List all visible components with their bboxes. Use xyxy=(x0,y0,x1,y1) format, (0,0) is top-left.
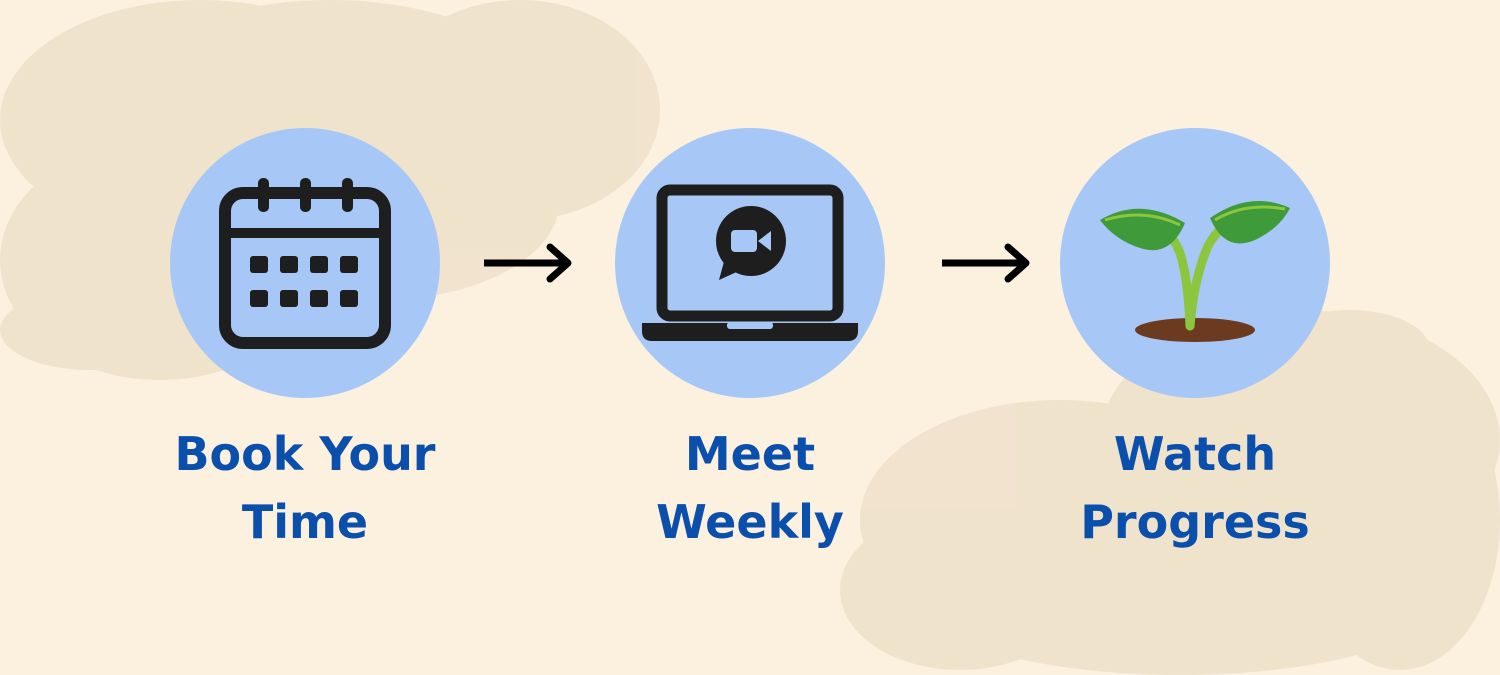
step-1-label-line2: Time xyxy=(241,495,369,549)
step-2-circle xyxy=(615,128,885,398)
sprout-icon xyxy=(1100,200,1290,342)
step-2-label: Meet Weekly xyxy=(580,420,920,556)
step-3-circle xyxy=(1060,128,1330,398)
step-2-label-line2: Weekly xyxy=(656,495,844,549)
step-2-label-line1: Meet xyxy=(684,427,816,481)
arrow-right-icon xyxy=(942,243,1030,283)
step-1-label: Book Your Time xyxy=(135,420,475,556)
calendar-icon xyxy=(219,178,391,349)
step-1-label-line1: Book Your xyxy=(174,427,436,481)
laptop-video-call-icon xyxy=(642,184,858,341)
step-3-label-line2: Progress xyxy=(1080,495,1310,549)
step-3-label-line1: Watch xyxy=(1113,427,1277,481)
arrow-right-icon xyxy=(484,243,572,283)
cloud-bottom-right xyxy=(840,310,1500,675)
step-1-circle xyxy=(170,128,440,398)
step-3-label: Watch Progress xyxy=(1025,420,1365,556)
